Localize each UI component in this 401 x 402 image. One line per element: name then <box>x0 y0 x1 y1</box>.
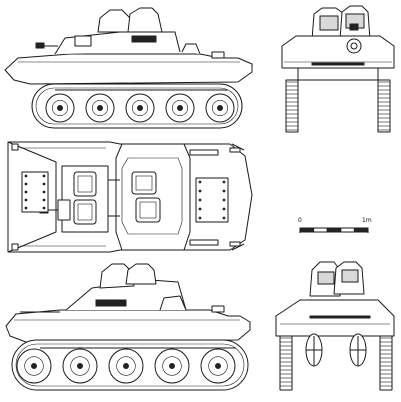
side-view-lower-turret <box>99 263 135 289</box>
front-view-upper <box>281 5 395 133</box>
front-view-upper-hull <box>281 35 395 69</box>
side-view-lower-hull <box>5 309 251 343</box>
top-view-hatch-3 <box>131 171 157 195</box>
scale-bar-segment-2 <box>313 227 328 233</box>
rear-view-right-track <box>379 335 393 391</box>
top-view-hatch-4 <box>135 197 161 223</box>
rear-view <box>275 261 395 391</box>
side-view-upper <box>4 7 253 129</box>
side-view-lower <box>5 263 251 391</box>
top-view <box>7 141 253 253</box>
scale-bar-segment-4 <box>340 227 355 233</box>
side-view-upper-turret <box>97 9 133 33</box>
scale-bar-segment-1 <box>299 227 315 233</box>
top-view-hatch-1 <box>73 171 97 197</box>
scale-bar-segment-5 <box>353 227 369 233</box>
scale-end-label: 1m <box>362 217 372 224</box>
rear-view-left-track <box>279 335 293 391</box>
side-view-upper-superstructure <box>54 31 181 55</box>
scale-bar <box>299 227 369 233</box>
scale-start-label: 0 <box>298 217 302 224</box>
top-view-turret-octagon <box>115 143 191 251</box>
top-view-hatch-2 <box>73 199 97 225</box>
side-view-upper-hull <box>4 53 253 85</box>
scale-bar-segment-3 <box>326 227 342 233</box>
front-view-upper-mantlet <box>346 38 362 54</box>
